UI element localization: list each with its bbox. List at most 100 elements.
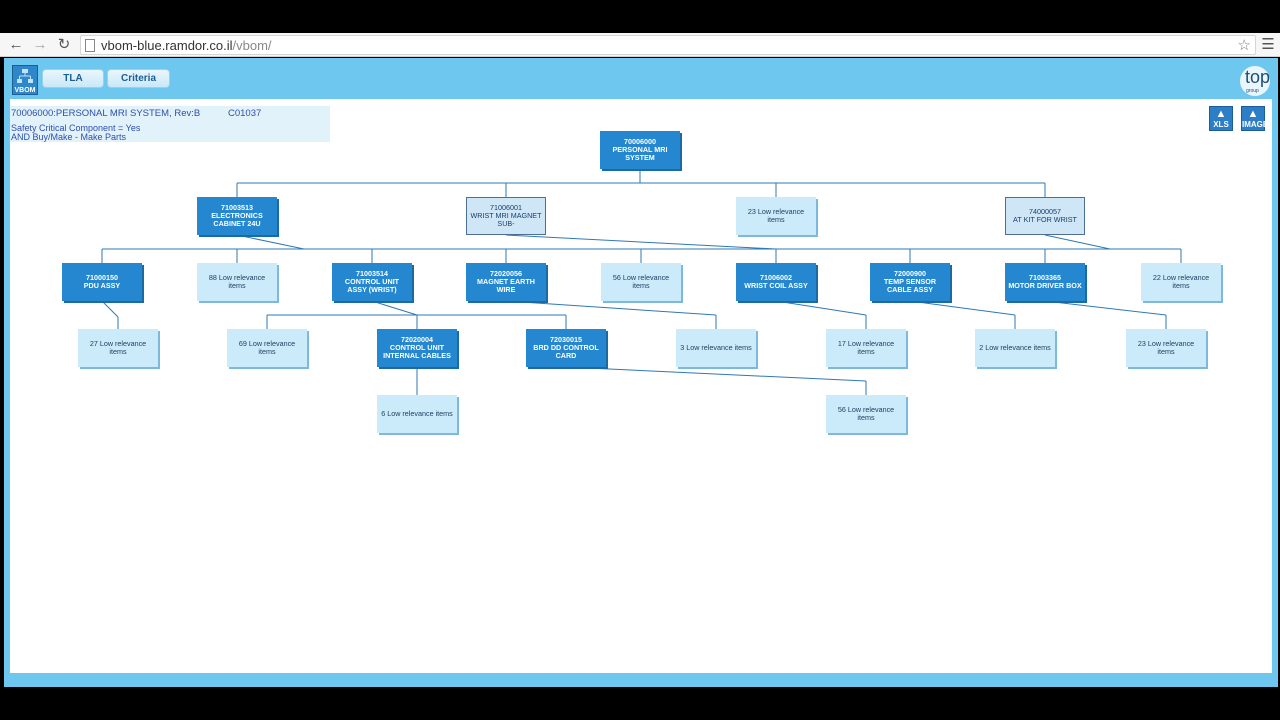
assembly-title: 70006000:PERSONAL MRI SYSTEM, Rev:B [11,108,201,119]
connector-line [371,300,418,316]
connector-line [775,300,867,316]
address-bar[interactable]: vbom-blue.ramdor.co.il/vbom/ ☆ [80,35,1256,55]
criteria-line-2: AND Buy/Make - Make Parts [11,132,127,142]
connector-line [1044,300,1167,316]
logo-text: VBOM [14,87,36,94]
connector-line [505,300,717,316]
node-label: 22 Low relevance items [1152,273,1210,290]
low-relevance-node[interactable]: 22 Low relevance items [1141,263,1221,301]
top-group-logo[interactable] [1240,66,1270,96]
node-label: AT KIT FOR WRIST [1013,215,1077,224]
export-xls-button[interactable]: ▲ XLS [1209,106,1233,131]
connector-line [505,234,777,250]
reload-icon[interactable]: ↻ [57,36,71,53]
export-image-button[interactable]: ▲ IMAGE [1241,106,1269,131]
connector-line [1044,234,1111,250]
url-text[interactable]: vbom-blue.ramdor.co.il/vbom/ [101,38,272,53]
low-relevance-node[interactable]: 23 Low relevance items [736,197,816,235]
node-label: WRIST COIL ASSY [744,281,808,290]
node-label: 56 Low relevance items [837,405,895,422]
node-id: 71006001 [490,203,522,212]
brand-name: top [1245,67,1271,87]
low-relevance-node[interactable]: 27 Low relevance items [78,329,158,367]
vbom-logo[interactable]: VBOM [12,65,38,95]
forward-icon[interactable]: → [32,36,48,53]
node-label: 17 Low relevance items [837,339,895,356]
node-label: 23 Low relevance items [1137,339,1195,356]
node-label: 3 Low relevance items [680,343,752,352]
brand-sub: group [1246,88,1259,94]
node-label: PERSONAL MRI SYSTEM [612,145,668,162]
assembly-code: C01037 [228,108,262,119]
criteria-line-1: Safety Critical Component = Yes [11,123,141,133]
node-label: 56 Low relevance items [612,273,670,290]
node-id: 71000150 [86,273,118,282]
criteria-button[interactable]: Criteria [107,69,170,88]
low-relevance-node[interactable]: 88 Low relevance items [197,263,277,301]
node-id: 72030015 [550,335,582,344]
tree-node-root[interactable]: 70006000 PERSONAL MRI SYSTEM [600,131,680,169]
bookmark-star-icon[interactable]: ☆ [1237,37,1251,54]
node-label: 6 Low relevance items [381,409,453,418]
node-id: 71006002 [760,273,792,282]
node-label: 23 Low relevance items [747,207,805,224]
low-relevance-node[interactable]: 3 Low relevance items [676,329,756,367]
tree-node[interactable]: 72020004 CONTROL UNIT INTERNAL CABLES [377,329,457,367]
tree-node[interactable]: 72000900 TEMP SENSOR CABLE ASSY [870,263,950,301]
node-label: ELECTRONICS CABINET 24U [211,211,263,228]
export-xls-label: XLS [1213,120,1229,129]
node-id: 72020004 [401,335,433,344]
low-relevance-node[interactable]: 17 Low relevance items [826,329,906,367]
node-label: WRIST MRI MAGNET SUB- [470,211,542,228]
low-relevance-node[interactable]: 56 Low relevance items [601,263,681,301]
node-label: MOTOR DRIVER BOX [1008,281,1082,290]
node-label: 88 Low relevance items [208,273,266,290]
low-relevance-node[interactable]: 6 Low relevance items [377,395,457,433]
connector-line [101,300,119,318]
node-label: TEMP SENSOR CABLE ASSY [883,277,937,294]
node-id: 74000057 [1029,207,1061,216]
upload-arrow-icon: ▲ [1247,108,1259,120]
node-id: 72020056 [490,269,522,278]
low-relevance-node[interactable]: 23 Low relevance items [1126,329,1206,367]
low-relevance-node[interactable]: 2 Low relevance items [975,329,1055,367]
tla-button[interactable]: TLA [42,69,104,88]
browser-toolbar: ← → ↻ vbom-blue.ramdor.co.il/vbom/ ☆ ☰ [0,33,1280,57]
vbom-app: VBOM TLA Criteria top group 70006000:PER… [4,58,1278,687]
tree-node[interactable]: 71006002 WRIST COIL ASSY [736,263,816,301]
export-image-label: IMAGE [1242,120,1269,129]
node-id: 71003513 [221,203,253,212]
tree-node[interactable]: 71003365 MOTOR DRIVER BOX [1005,263,1085,301]
bom-tree-canvas: 70006000:PERSONAL MRI SYSTEM, Rev:B C010… [10,99,1272,673]
node-id: 70006000 [624,137,656,146]
tree-node[interactable]: 72020056 MAGNET EARTH WIRE [466,263,546,301]
page-icon [85,39,95,52]
node-label: BRD DD CONTROL CARD [533,343,599,360]
tree-node[interactable]: 71003514 CONTROL UNIT ASSY (WRIST) [332,263,412,301]
upload-arrow-icon: ▲ [1215,108,1227,120]
tree-connectors [101,169,1182,395]
letterbox-bottom [0,687,1280,720]
tree-node-selected[interactable]: 74000057 AT KIT FOR WRIST [1005,197,1085,235]
node-label: CONTROL UNIT ASSY (WRIST) [344,277,400,294]
tree-node-selected[interactable]: 71006001 WRIST MRI MAGNET SUB- [466,197,546,235]
low-relevance-node[interactable]: 69 Low relevance items [227,329,307,367]
low-relevance-node[interactable]: 56 Low relevance items [826,395,906,433]
node-label: 2 Low relevance items [979,343,1051,352]
tree-node[interactable]: 71003513 ELECTRONICS CABINET 24U [197,197,277,235]
back-icon[interactable]: ← [8,36,24,53]
info-panel: 70006000:PERSONAL MRI SYSTEM, Rev:B C010… [10,106,330,142]
tree-node[interactable]: 72030015 BRD DD CONTROL CARD [526,329,606,367]
node-id: 71003365 [1029,273,1061,282]
tree-node[interactable]: 71000150 PDU ASSY [62,263,142,301]
connector-line [236,234,305,250]
node-label: 27 Low relevance items [89,339,147,356]
node-label: CONTROL UNIT INTERNAL CABLES [383,343,451,360]
url-path: /vbom/ [232,38,272,53]
node-label: PDU ASSY [83,281,121,290]
browser-menu-icon[interactable]: ☰ [1261,36,1275,53]
node-label: 69 Low relevance items [238,339,296,356]
hierarchy-icon [17,69,33,83]
node-id: 71003514 [356,269,388,278]
